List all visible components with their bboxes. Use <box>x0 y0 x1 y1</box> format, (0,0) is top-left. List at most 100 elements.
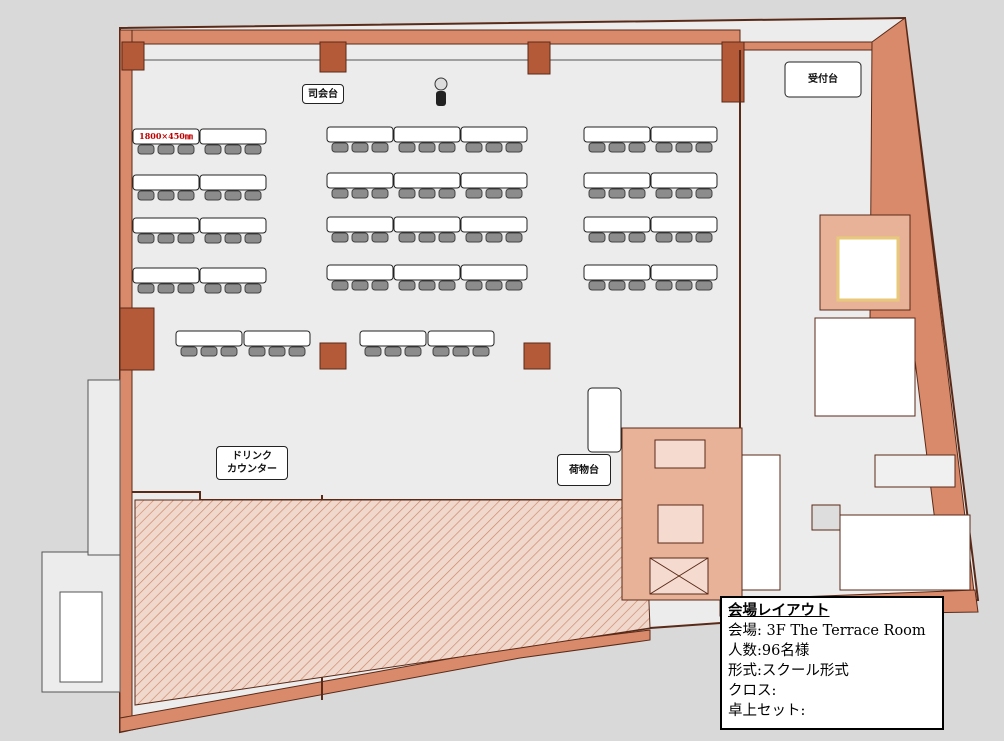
table <box>326 126 394 143</box>
chair <box>371 142 389 153</box>
chair <box>204 144 222 155</box>
chair <box>465 280 483 291</box>
chair <box>675 280 693 291</box>
storage-area <box>134 499 651 706</box>
table <box>393 126 461 143</box>
chair <box>244 190 262 201</box>
chair <box>157 190 175 201</box>
chair <box>485 142 503 153</box>
chair <box>157 233 175 244</box>
chair <box>505 232 523 243</box>
chair <box>608 188 626 199</box>
chair <box>351 232 369 243</box>
chair <box>608 232 626 243</box>
chair <box>472 346 490 357</box>
chair <box>157 283 175 294</box>
luggage-table <box>587 387 622 453</box>
stairs-left <box>41 379 121 693</box>
chair <box>224 233 242 244</box>
restrooms <box>741 454 971 591</box>
chair <box>288 346 306 357</box>
legend-format: 形式:スクール形式 <box>728 663 849 679</box>
chair <box>485 188 503 199</box>
chair <box>505 280 523 291</box>
table <box>583 264 651 281</box>
legend-capacity: 人数:96名様 <box>728 643 810 659</box>
reception-label: 受付台 <box>808 73 838 85</box>
table <box>132 217 200 234</box>
chair <box>438 280 456 291</box>
chair <box>224 283 242 294</box>
chair <box>371 280 389 291</box>
chair <box>505 188 523 199</box>
chair <box>608 142 626 153</box>
chair <box>248 346 266 357</box>
drink-counter-label: ドリンク カウンター <box>216 446 288 480</box>
chair <box>695 188 713 199</box>
legend-venue: 会場: 3F The Terrace Room <box>728 623 926 639</box>
chair <box>331 232 349 243</box>
table <box>243 330 311 347</box>
table <box>650 172 718 189</box>
chair <box>398 232 416 243</box>
table <box>583 126 651 143</box>
chair <box>137 283 155 294</box>
table <box>460 216 528 233</box>
chair <box>675 232 693 243</box>
table <box>326 172 394 189</box>
chair <box>404 346 422 357</box>
table <box>393 172 461 189</box>
legend-title: 会場レイアウト <box>728 602 830 619</box>
chair <box>398 188 416 199</box>
microphone-icon <box>434 77 448 106</box>
chair <box>432 346 450 357</box>
chair <box>204 283 222 294</box>
chair <box>608 280 626 291</box>
table <box>199 267 267 284</box>
table <box>199 174 267 191</box>
legend-tabletop: 卓上セット: <box>728 703 806 719</box>
chair <box>137 190 155 201</box>
stairs-right <box>814 214 916 417</box>
chair <box>628 142 646 153</box>
table <box>583 172 651 189</box>
chair <box>331 188 349 199</box>
chair <box>331 142 349 153</box>
chair <box>695 232 713 243</box>
chair <box>204 233 222 244</box>
service-area <box>621 427 743 601</box>
table <box>393 264 461 281</box>
chair <box>438 142 456 153</box>
chair <box>628 232 646 243</box>
chair <box>465 232 483 243</box>
table <box>650 126 718 143</box>
reception-desk <box>784 61 862 98</box>
table <box>650 216 718 233</box>
table <box>199 217 267 234</box>
chair <box>695 142 713 153</box>
chair <box>384 346 402 357</box>
chair <box>438 188 456 199</box>
chair <box>452 346 470 357</box>
table <box>460 172 528 189</box>
chair <box>137 144 155 155</box>
table <box>326 216 394 233</box>
chair <box>675 142 693 153</box>
chair <box>398 142 416 153</box>
chair <box>505 142 523 153</box>
chair <box>371 188 389 199</box>
table <box>460 264 528 281</box>
chair <box>177 190 195 201</box>
chair <box>220 346 238 357</box>
chair <box>364 346 382 357</box>
chair <box>244 144 262 155</box>
chair <box>351 280 369 291</box>
chair <box>224 190 242 201</box>
chair <box>655 188 673 199</box>
chair <box>177 283 195 294</box>
chair <box>628 280 646 291</box>
chair <box>628 188 646 199</box>
table <box>359 330 427 347</box>
chair <box>177 144 195 155</box>
